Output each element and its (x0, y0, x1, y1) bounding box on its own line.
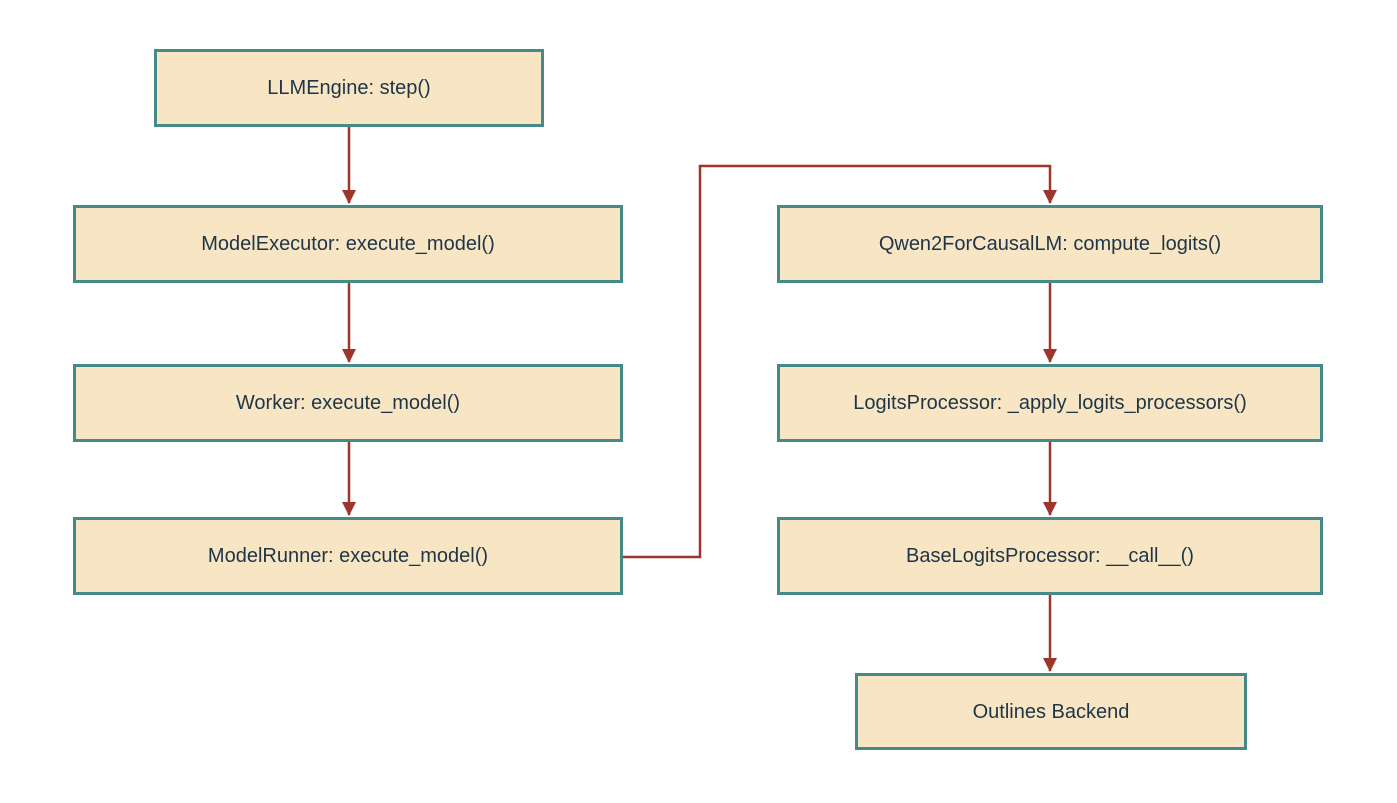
node-label: Worker: execute_model() (235, 392, 461, 414)
node-outlines-backend: Outlines Backend (855, 673, 1247, 750)
node-qwen2forcausallm-compute-logits: Qwen2ForCausalLM: compute_logits() (777, 205, 1323, 283)
node-label: Qwen2ForCausalLM: compute_logits() (878, 233, 1222, 255)
node-label: ModelExecutor: execute_model() (201, 233, 495, 255)
node-llmengine-step: LLMEngine: step() (154, 49, 544, 127)
node-modelrunner-execute-model: ModelRunner: execute_model() (73, 517, 623, 595)
node-label: BaseLogitsProcessor: __call__() (906, 545, 1194, 567)
node-baselogitsprocessor-call: BaseLogitsProcessor: __call__() (777, 517, 1323, 595)
node-modelexecutor-execute-model: ModelExecutor: execute_model() (73, 205, 623, 283)
node-label: LLMEngine: step() (267, 77, 431, 99)
node-worker-execute-model: Worker: execute_model() (73, 364, 623, 442)
node-label: Outlines Backend (972, 700, 1130, 723)
node-label: ModelRunner: execute_model() (207, 545, 489, 567)
node-logitsprocessor-apply-logits-processors: LogitsProcessor: _apply_logits_processor… (777, 364, 1323, 442)
node-label: LogitsProcessor: _apply_logits_processor… (853, 392, 1247, 414)
